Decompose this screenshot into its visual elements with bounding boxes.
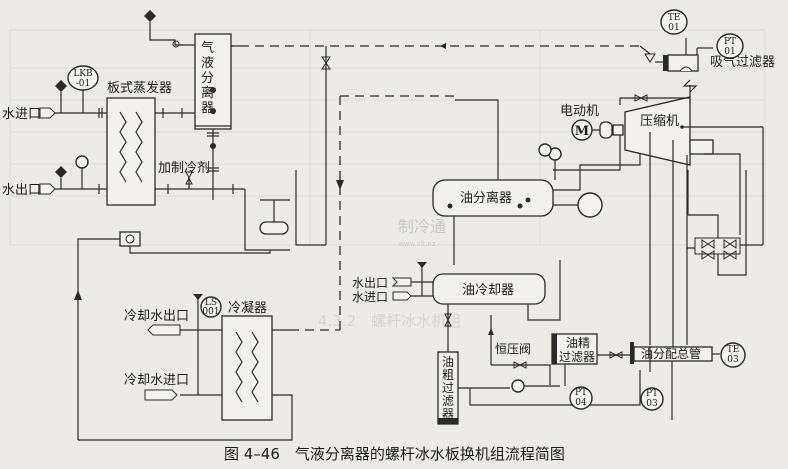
svg-text:TE: TE [668, 13, 681, 23]
oil-manifold: 油分配总管 [630, 250, 720, 420]
oil-fine-filter-label: 油精过滤器 [559, 336, 595, 364]
air-vent-icon [417, 262, 427, 268]
suction-filter: 吸气过滤器 [639, 38, 775, 72]
svg-text:01: 01 [724, 47, 735, 57]
constant-pressure-valve: 恒压阀 [488, 315, 551, 385]
svg-text:01: 01 [668, 23, 679, 33]
suction-filter-label: 吸气过滤器 [710, 54, 775, 70]
liquid-line [185, 171, 290, 251]
evap-temp-gauge [75, 155, 89, 189]
expansion-joint-icon [682, 79, 698, 93]
svg-text:LKB: LKB [73, 69, 93, 79]
condensate-return-line [74, 231, 271, 440]
refrigerant-charge-label: 加制冷剂 [158, 161, 210, 176]
valve-icon [321, 56, 331, 70]
flow-arrow-icon [74, 290, 82, 300]
receiver-tank [259, 221, 289, 235]
instrument-pt-03: PT 03 [640, 387, 664, 411]
valve-icon [513, 361, 522, 369]
instrument-pt-04: PT 04 [569, 386, 593, 410]
coupling-icon [599, 121, 613, 139]
motor-symbol: M [575, 124, 589, 139]
cooling-water-in-port: 冷却水进口 [124, 373, 189, 401]
watermark-url: www.zlt.nz [398, 240, 436, 248]
constant-pressure-valve-label: 恒压阀 [495, 342, 531, 356]
flow-arrow-icon [440, 43, 446, 49]
oil-level-indicator [577, 192, 603, 218]
oilcooler-water-out-port: 水出口 [352, 276, 412, 290]
oilcooler-water-in-port: 水进口 [352, 290, 412, 304]
compressor: 压缩机 [619, 79, 764, 345]
svg-text:PT: PT [575, 388, 587, 398]
svg-text:001: 001 [202, 307, 219, 317]
valve-icon [172, 40, 180, 48]
oil-manifold-label: 油分配总管 [641, 346, 701, 361]
valve-icon [444, 313, 452, 322]
plate-evaporator: 板式蒸发器 [55, 80, 245, 206]
sight-glass-icon [210, 108, 216, 114]
cooling-water-in-label: 冷却水进口 [124, 373, 189, 388]
svg-text:03: 03 [727, 355, 739, 365]
svg-text:LS: LS [205, 298, 217, 308]
svg-text:TE: TE [727, 345, 740, 355]
svg-text:PT: PT [724, 37, 736, 47]
sight-glass-icon [210, 87, 216, 93]
relief-valve-icon [144, 10, 156, 22]
oil-separator-label: 油分离器 [460, 190, 512, 206]
svg-text:-01: -01 [76, 79, 91, 89]
compressor-label: 压缩机 [640, 113, 679, 129]
condenser: 冷凝器 [78, 95, 455, 441]
flow-arrow-icon [336, 180, 344, 190]
pressure-gauge-icon [538, 143, 552, 157]
oilcooler-water-in-label: 水进口 [352, 290, 388, 304]
gas-liquid-separator: 气液分离器 [144, 10, 240, 200]
evap-water-out-label: 水出口 [2, 183, 41, 198]
instrument-te-03: TE 03 [720, 342, 746, 368]
motor-label: 电动机 [560, 104, 599, 119]
oil-cooler: 油冷却器 [411, 260, 561, 355]
cooling-water-out-port: 冷却水出口 [124, 309, 189, 336]
air-vent-icon [55, 166, 67, 178]
sight-glass-icon [125, 234, 135, 244]
bypass-valve-cluster [686, 170, 763, 345]
valve-icon [634, 94, 643, 102]
svg-text:03: 03 [646, 399, 658, 409]
oil-cooler-label: 油冷却器 [462, 283, 514, 298]
instrument-ls-001: LS 001 [200, 296, 222, 318]
instrument-te-01: TE 01 [660, 9, 688, 35]
air-vent-icon [55, 80, 67, 92]
figure-caption: 图 4–46 气液分离器的螺杆冰水板换机组流程简图 [224, 445, 565, 463]
sight-glass-icon [210, 143, 216, 149]
condenser-label: 冷凝器 [228, 300, 267, 316]
check-valve-icon [644, 53, 656, 63]
suction-line [215, 41, 640, 246]
motor: 电动机 M [560, 104, 624, 141]
oil-fine-filter: 油精过滤器 [551, 333, 630, 386]
oil-coarse-filter: 油粗过滤器 [437, 351, 641, 425]
evap-water-out-port: 水出口 [2, 183, 56, 198]
relief-valve-icon [193, 294, 203, 300]
separator-label: 气液分离器 [201, 40, 214, 116]
cooling-water-out-label: 冷却水出口 [124, 309, 189, 324]
background-section-heading: 4.3.2 螺杆冰水机组 [318, 312, 461, 330]
oil-pump [511, 379, 560, 393]
evap-water-in-port: 水进口 [2, 107, 56, 122]
watermark-logo: 制冷通 [398, 217, 446, 236]
svg-text:04: 04 [575, 398, 587, 408]
instrument-lkb-01: LKB -01 [67, 65, 99, 113]
svg-text:PT: PT [646, 389, 658, 399]
valve-icon [609, 351, 618, 359]
instrument-pt-01: PT 01 [716, 33, 744, 59]
evap-water-in-label: 水进口 [2, 107, 41, 122]
valve-icon [185, 171, 193, 180]
oil-separator: 油分离器 [432, 99, 641, 265]
oilcooler-water-out-label: 水出口 [352, 276, 388, 290]
evaporator-label: 板式蒸发器 [107, 80, 172, 96]
oil-coarse-filter-label: 油粗过滤器 [442, 355, 454, 421]
